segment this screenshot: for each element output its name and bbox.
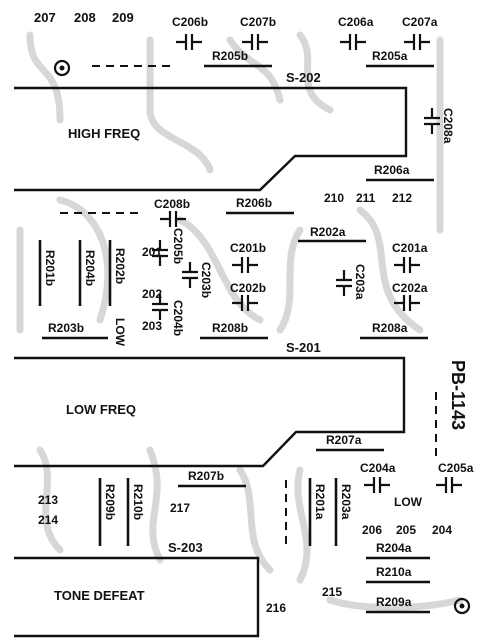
terminal-201: 201 — [142, 245, 162, 259]
label-c203a: C203a — [353, 264, 367, 300]
label-c205a: C205a — [438, 461, 474, 475]
label-r208a: R208a — [372, 321, 408, 335]
board-id: PB-1143 — [448, 360, 468, 430]
label-c208b: C208b — [154, 197, 190, 211]
label-r209b: R209b — [103, 484, 117, 520]
label-c206a: C206a — [338, 15, 374, 29]
switch-s202-outline — [14, 86, 408, 192]
terminal-202: 202 — [142, 287, 162, 301]
label-r210a: R210a — [376, 565, 412, 579]
switch-s201-outline — [14, 356, 406, 468]
label-c207a: C207a — [402, 15, 438, 29]
terminal-204: 204 — [432, 523, 452, 537]
terminal-212: 212 — [392, 191, 412, 205]
label-c204a: C204a — [360, 461, 396, 475]
label-r205b: R205b — [212, 49, 248, 63]
terminal-211: 211 — [356, 191, 376, 205]
label-r207a: R207a — [326, 433, 362, 447]
terminal-216: 216 — [266, 601, 286, 615]
terminal-203: 203 — [142, 319, 162, 333]
label-r203b: R203b — [48, 321, 84, 335]
switch-s202-label: S-202 — [286, 70, 321, 85]
label-r203a: R203a — [339, 484, 353, 520]
switch-s203-outline — [14, 556, 260, 638]
switch-s203-label: S-203 — [168, 540, 203, 555]
label-r205a: R205a — [372, 49, 408, 63]
label-r209a: R209a — [376, 595, 412, 609]
section-low-freq: LOW FREQ — [66, 402, 136, 417]
label-r206a: R206a — [374, 163, 410, 177]
capacitor-symbols — [152, 34, 462, 493]
resistor-bars — [38, 64, 434, 614]
label-c207b: C207b — [240, 15, 276, 29]
label-r202b: R202b — [113, 248, 127, 284]
section-tone-defeat: TONE DEFEAT — [54, 588, 145, 603]
label-c203b: C203b — [199, 262, 213, 298]
label-r207b: R207b — [188, 469, 224, 483]
section-low-b: LOW — [113, 318, 127, 347]
label-c202a: C202a — [392, 281, 428, 295]
terminal-215: 215 — [322, 585, 342, 599]
label-c206b: C206b — [172, 15, 208, 29]
label-c201a: C201a — [392, 241, 428, 255]
label-r202a: R202a — [310, 225, 346, 239]
section-low-a: LOW — [394, 495, 423, 509]
label-r208b: R208b — [212, 321, 248, 335]
label-r204b: R204b — [83, 250, 97, 286]
terminal-205: 205 — [396, 523, 416, 537]
label-r201a: R201a — [313, 484, 327, 520]
terminal-213: 213 — [38, 493, 58, 507]
mounting-hole-bottom-right — [453, 597, 471, 615]
terminal-206: 206 — [362, 523, 382, 537]
switch-s201-label: S-201 — [286, 340, 321, 355]
label-r201b: R201b — [43, 250, 57, 286]
label-r204a: R204a — [376, 541, 412, 555]
dashed-jumpers — [60, 65, 437, 548]
label-r206b: R206b — [236, 196, 272, 210]
label-c208a: C208a — [441, 108, 455, 144]
terminal-217: 217 — [170, 501, 190, 515]
label-c204b: C204b — [171, 300, 185, 336]
terminal-209: 209 — [112, 10, 134, 25]
label-c202b: C202b — [230, 281, 266, 295]
terminal-207: 207 — [34, 10, 56, 25]
terminal-208: 208 — [74, 10, 96, 25]
label-r210b: R210b — [131, 484, 145, 520]
label-c205b: C205b — [171, 228, 185, 264]
terminal-214: 214 — [38, 513, 58, 527]
mounting-hole-top-left — [53, 59, 71, 77]
terminal-210: 210 — [324, 191, 344, 205]
section-high-freq: HIGH FREQ — [68, 126, 140, 141]
label-c201b: C201b — [230, 241, 266, 255]
